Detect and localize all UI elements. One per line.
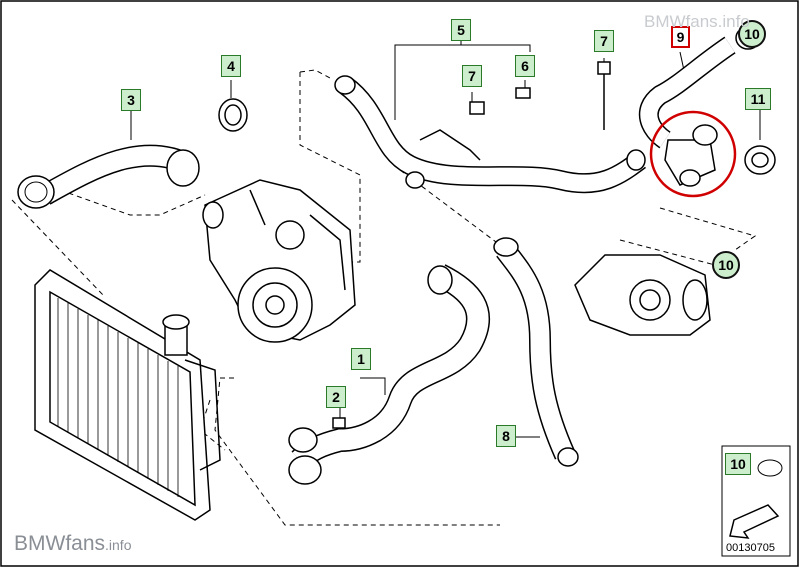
watermark-suffix: .info — [105, 537, 132, 553]
part-label-7[interactable]: 7 — [594, 30, 614, 52]
leader-lines — [11, 69, 757, 526]
part-label-7[interactable]: 7 — [462, 65, 482, 87]
watermark-bottom: BMWfans.info — [14, 532, 131, 556]
part-label-3[interactable]: 3 — [121, 89, 141, 111]
part-label-8[interactable]: 8 — [496, 425, 516, 447]
part-label-5[interactable]: 5 — [451, 19, 471, 41]
water-pump — [202, 179, 356, 343]
hose-3 — [17, 144, 200, 209]
highlight-circle — [649, 110, 737, 198]
hose-5 — [334, 75, 646, 194]
thermostat-housing — [574, 254, 711, 336]
part-label-1[interactable]: 1 — [351, 348, 371, 370]
part-label-9[interactable]: 9 — [671, 26, 690, 48]
watermark-brand: BMWfans — [14, 532, 106, 555]
hose-1 — [288, 264, 490, 485]
bolts — [469, 61, 611, 130]
clamp-11 — [744, 145, 776, 175]
part-label-11[interactable]: 11 — [745, 88, 771, 110]
part-label-10[interactable]: 10 — [725, 453, 751, 475]
hose-9 — [638, 26, 761, 187]
watermark-top: BMWfans.info — [644, 12, 750, 31]
hose-8 — [493, 237, 579, 467]
radiator — [34, 269, 221, 521]
diagram-code: 00130705 — [726, 542, 775, 554]
part-label-10[interactable]: 10 — [738, 20, 766, 48]
part-label-2[interactable]: 2 — [326, 386, 346, 408]
part-label-4[interactable]: 4 — [221, 55, 241, 77]
part-label-10[interactable]: 10 — [712, 251, 740, 279]
part-label-6[interactable]: 6 — [515, 55, 535, 77]
clamp-4 — [218, 98, 248, 132]
